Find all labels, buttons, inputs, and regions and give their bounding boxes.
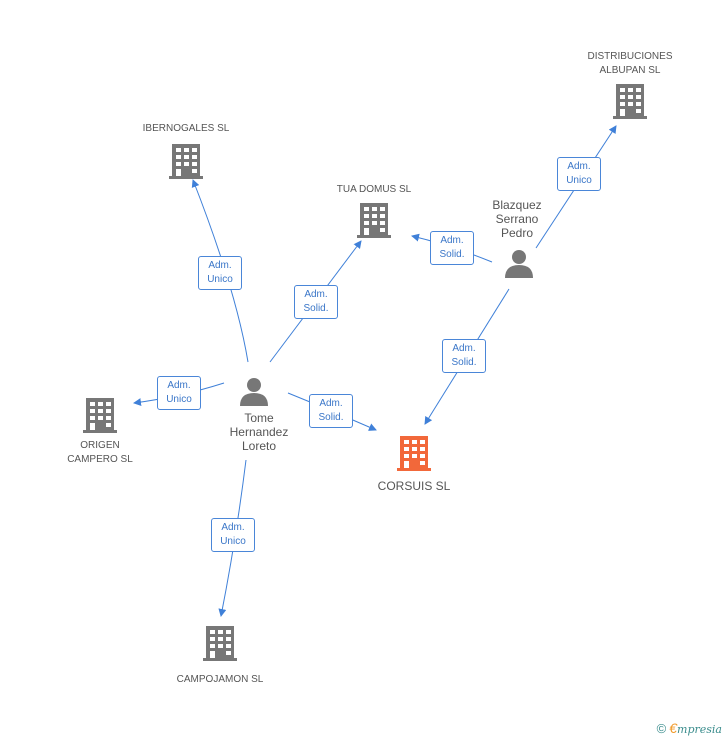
edge-role-type: Unico [166,394,192,405]
node-label-line3: Pedro [500,226,534,240]
node-label-line1: Blazquez [492,198,542,212]
node-label-line2: CAMPERO SL [67,454,133,465]
edge-label-blazquez-tuadomus[interactable]: Adm. Solid. [430,231,474,265]
edge-role: Adm. [452,343,476,354]
node-label-line2: Serrano [495,212,539,226]
edge-label-tome-ibernogales[interactable]: Adm. Unico [198,256,242,290]
building-icon [83,398,117,433]
node-tua-domus[interactable]: TUA DOMUS SL [312,183,436,244]
node-distribuciones-albupan[interactable]: DISTRIBUCIONES ALBUPAN SL [568,50,692,125]
edge-role: Adm. [440,235,464,246]
edge-role-type: Solid. [439,249,465,260]
copyright-icon: © [656,721,667,736]
building-icon [357,203,391,238]
node-label: CORSUIS SL [377,479,451,493]
person-icon [505,250,533,278]
building-icon [203,626,237,661]
brand-name: mpresia [677,723,722,736]
edge-role-type: Unico [220,536,246,547]
edge-role: Adm. [567,161,591,172]
node-tome-hernandez-loreto[interactable]: Tome Hernandez Loreto [214,376,304,453]
edge-role: Adm. [208,260,232,271]
edge-role-type: Unico [207,274,233,285]
edge-role: Adm. [319,398,343,409]
edge-label-blazquez-corsuis[interactable]: Adm. Solid. [442,339,486,373]
brand-logo-e: € [669,720,678,736]
edge-label-tome-origen[interactable]: Adm. Unico [157,376,201,410]
building-icon [613,84,647,119]
building-icon [397,436,431,471]
edge-label-tome-corsuis[interactable]: Adm. Solid. [309,394,353,428]
node-label-line2: Hernandez [229,425,289,439]
edge-role-type: Solid. [451,357,477,368]
edge-role-type: Solid. [318,412,344,423]
node-label: CAMPOJAMON SL [176,674,264,685]
footer-brand[interactable]: © €mpresia [657,720,722,736]
edge-label-tome-campojamon[interactable]: Adm. Unico [211,518,255,552]
node-corsuis[interactable]: CORSUIS SL [364,434,464,493]
edge-role: Adm. [167,380,191,391]
node-origen-campero[interactable]: ORIGEN CAMPERO SL [50,396,150,467]
node-label-line1: DISTRIBUCIONES [587,51,673,62]
node-label-line1: ORIGEN [80,440,120,451]
edge-role-type: Unico [566,175,592,186]
edge-role: Adm. [221,522,245,533]
node-label: IBERNOGALES SL [142,123,230,134]
node-label-line1: Tome [244,411,274,425]
edge-role-type: Solid. [303,303,329,314]
node-label: TUA DOMUS SL [336,184,412,195]
building-icon [169,144,203,179]
person-icon [240,378,268,406]
edge-label-blazquez-distribuciones[interactable]: Adm. Unico [557,157,601,191]
node-blazquez-serrano-pedro[interactable]: Blazquez Serrano Pedro [472,198,562,283]
node-ibernogales[interactable]: IBERNOGALES SL [124,122,248,185]
node-label-line3: Loreto [241,439,277,453]
node-label-line2: ALBUPAN SL [599,65,661,76]
edge-label-tome-tuadomus[interactable]: Adm. Solid. [294,285,338,319]
node-campojamon[interactable]: CAMPOJAMON SL [158,624,282,687]
edge-role: Adm. [304,289,328,300]
